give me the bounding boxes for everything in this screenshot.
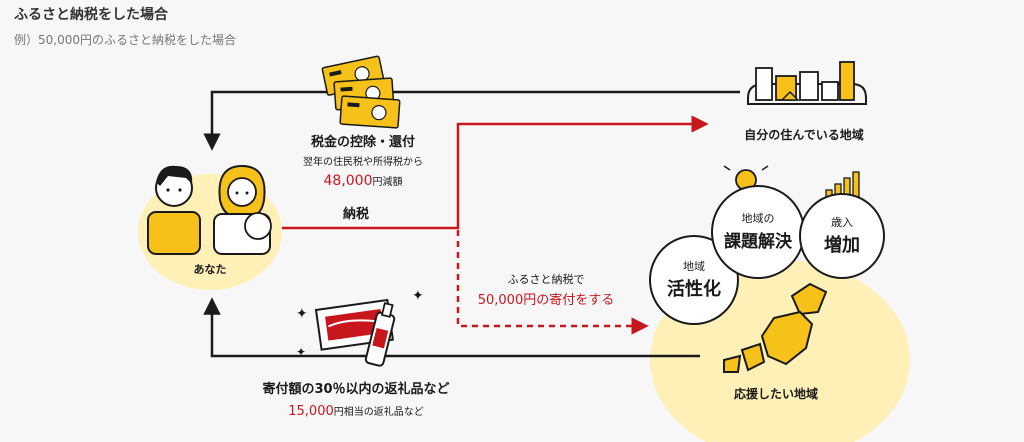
family-illustration: [147, 164, 272, 255]
circle-vitalize-main: 活性化: [667, 278, 721, 300]
city-icon: [747, 61, 867, 105]
money-bills-icon: [321, 55, 401, 129]
circle-solve-top: 地域の: [742, 212, 775, 225]
benefit-circle-vitalize: [649, 235, 739, 325]
page-title: ふるさと納税をした場合: [14, 7, 168, 23]
svg-text:✦: ✦: [296, 345, 306, 359]
bar-chart-icon: [825, 171, 860, 201]
tax-refund-amount: 48,000: [324, 173, 373, 189]
gift-amount-line: 15,000円相当の返礼品など: [288, 404, 424, 419]
tax-payment-arrow: [282, 115, 709, 230]
donation-line1: ふるさと納税で: [508, 272, 585, 286]
japan-map-icon: [723, 282, 828, 373]
circle-revenue-main: 増加: [824, 234, 860, 256]
circle-vitalize-top: 地域: [683, 260, 705, 273]
donation-suffix: 円の寄付をする: [523, 292, 614, 308]
you-label: あなた: [194, 263, 227, 276]
gift-return-arrow: [203, 297, 700, 358]
donation-amount: 50,000: [478, 293, 524, 308]
tax-refund-desc: 翌年の住民税や所得税から: [303, 155, 423, 168]
svg-text:✦: ✦: [296, 306, 308, 322]
circle-solve-main: 課題解決: [724, 231, 793, 252]
tax-refund-amount-line: 48,000円減額: [324, 173, 403, 189]
gift-amount: 15,000: [288, 404, 334, 419]
benefit-circle-revenue: [799, 193, 885, 279]
home-region-label: 自分の住んでいる地域: [744, 127, 863, 142]
donation-line2: 50,000円の寄付をする: [478, 292, 615, 308]
circle-revenue-top: 歳入: [831, 216, 853, 229]
page-subtitle: 例）50,000円のふるさと納税をした場合: [14, 33, 236, 47]
support-region-label: 応援したい地域: [734, 386, 818, 401]
tax-refund-arrow: [203, 90, 740, 151]
gift-icon: ✦ ✦ ✦: [296, 288, 424, 367]
tax-refund-title: 税金の控除・還付: [311, 134, 415, 150]
tax-refund-amount-suffix: 円減額: [373, 175, 403, 188]
gift-suffix: 円相当の返礼品など: [334, 405, 424, 418]
svg-text:✦: ✦: [412, 288, 424, 304]
gift-title: 寄付額の30％以内の返礼品など: [262, 381, 449, 397]
tax-payment-label: 納税: [343, 206, 369, 222]
